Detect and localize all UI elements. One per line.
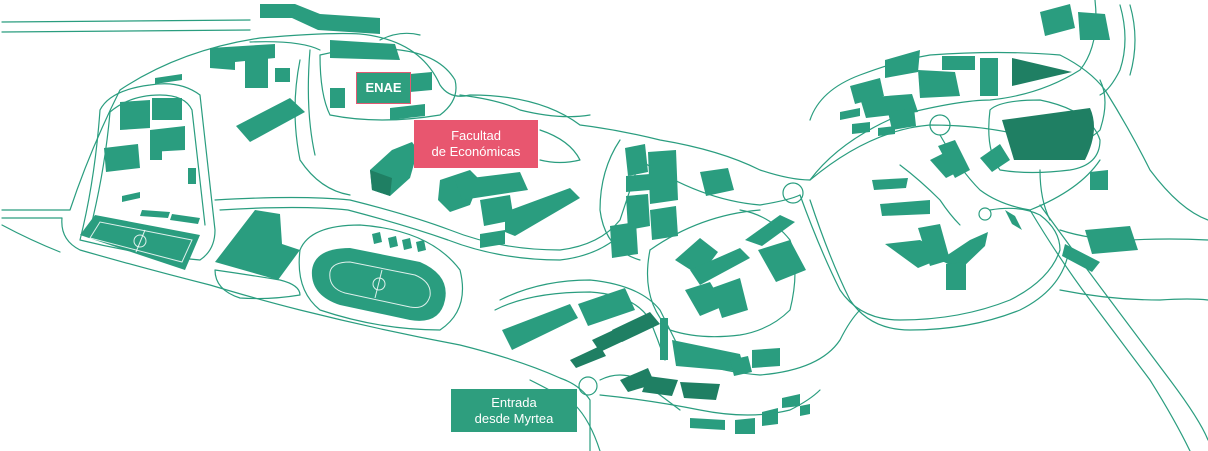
athletics-stadium <box>311 248 446 321</box>
facultad-economicas-label[interactable]: Facultad de Económicas <box>414 120 538 168</box>
facultad-economicas-line1: Facultad <box>451 128 501 144</box>
entrada-myrtea-line2: desde Myrtea <box>474 410 554 426</box>
entrada-myrtea-line1: Entrada <box>491 394 537 410</box>
buildings <box>104 4 1138 434</box>
enae-label[interactable]: ENAE <box>356 72 411 104</box>
football-field-west <box>80 215 200 270</box>
entrada-myrtea-label[interactable]: Entrada desde Myrtea <box>451 389 577 432</box>
facultad-economicas-line2: de Económicas <box>431 144 521 159</box>
enae-label-text: ENAE <box>365 80 402 96</box>
